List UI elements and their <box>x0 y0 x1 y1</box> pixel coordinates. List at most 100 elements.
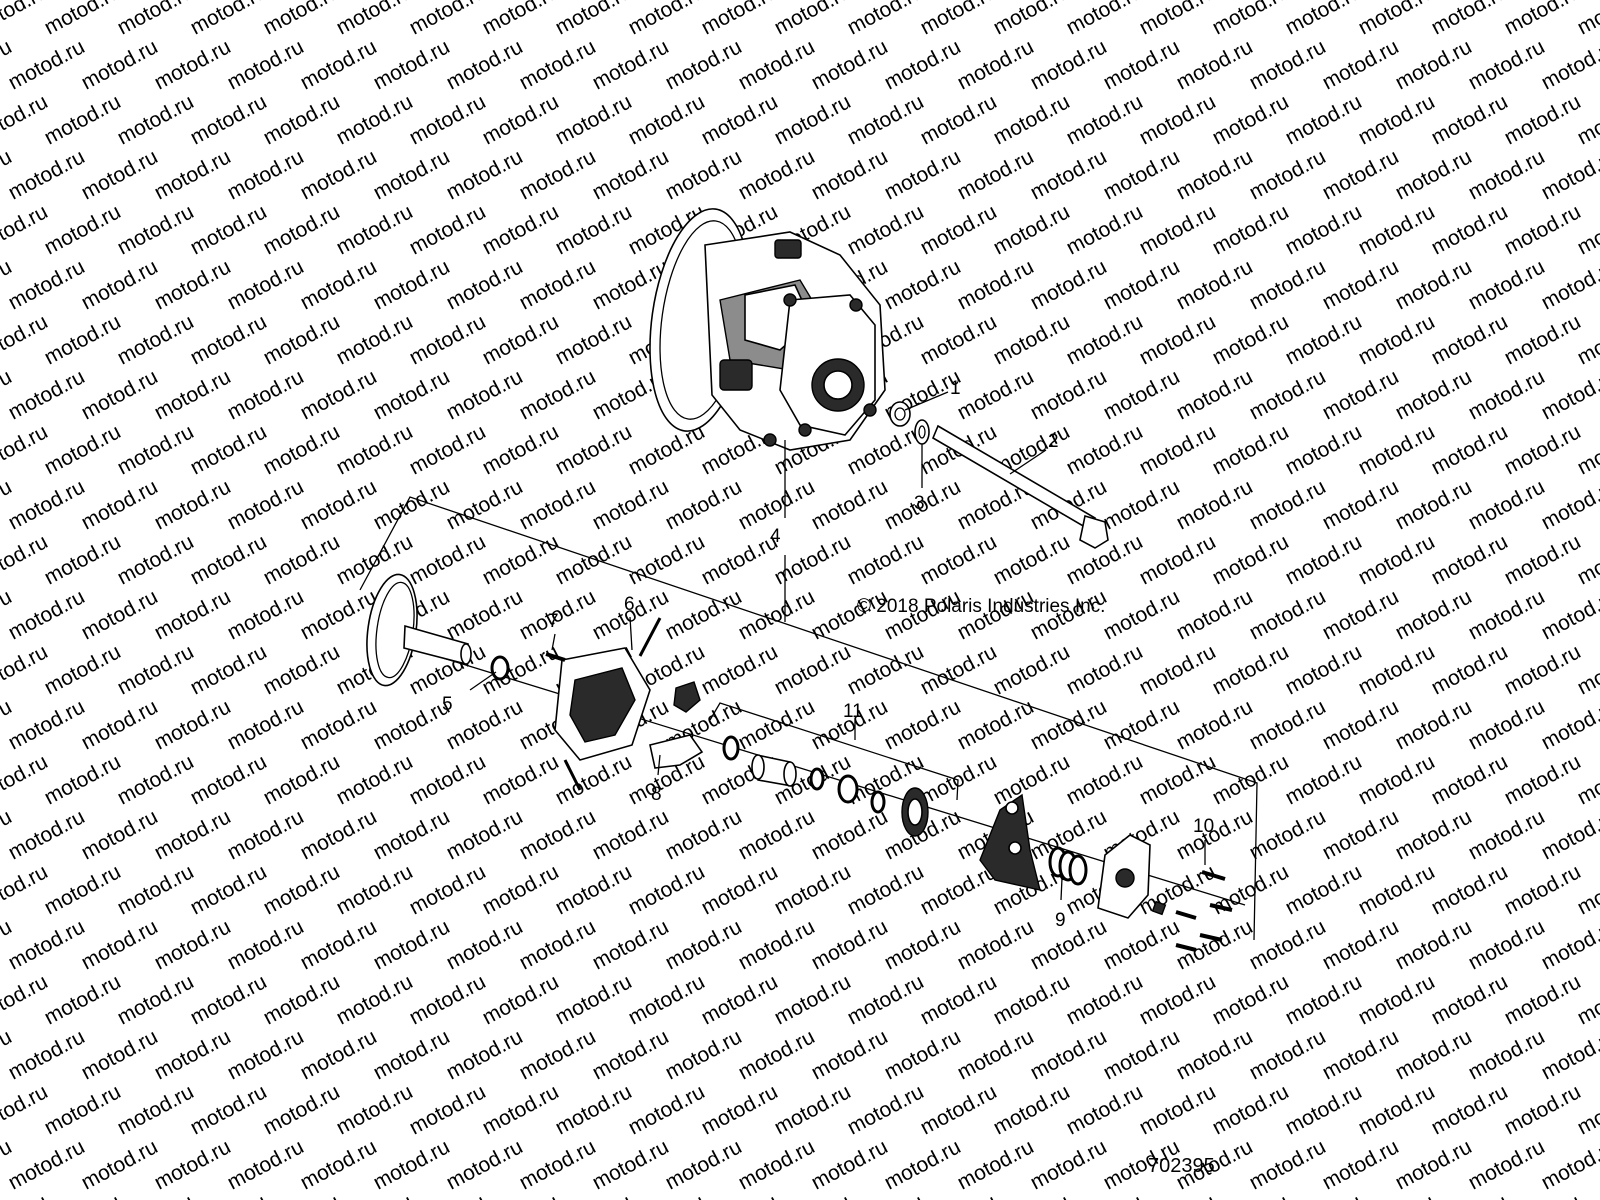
watermark-text: motod.ru <box>1355 200 1439 259</box>
watermark-text: motod.ru <box>78 1135 162 1194</box>
watermark-text: motod.ru <box>370 475 454 534</box>
watermark-text: motod.ru <box>187 860 271 919</box>
watermark-text: motod.ru <box>1538 695 1600 754</box>
watermark-text: motod.ru <box>990 1080 1074 1139</box>
watermark-text: motod.ru <box>990 640 1074 699</box>
watermark-text: motod.ru <box>1319 255 1403 314</box>
watermark-text: motod.ru <box>5 585 89 644</box>
watermark-text: motod.ru <box>917 0 1001 39</box>
watermark-text: motod.ru <box>297 1025 381 1084</box>
watermark-text: motod.ru <box>516 915 600 974</box>
watermark-text: motod.ru <box>114 200 198 259</box>
watermark-text: motod.ru <box>771 640 855 699</box>
watermark-text: motod.ru <box>1173 365 1257 424</box>
watermark-text: motod.ru <box>0 640 52 699</box>
watermark-text: motod.ru <box>1209 860 1293 919</box>
watermark-text: motod.ru <box>41 1080 125 1139</box>
watermark-text: motod.ru <box>78 915 162 974</box>
watermark-text: motod.ru <box>1319 145 1403 204</box>
o-ring-5-part <box>490 655 510 681</box>
watermark-text: motod.ru <box>78 695 162 754</box>
watermark-text: motod.ru <box>1100 35 1184 94</box>
watermark-text: motod.ru <box>1100 585 1184 644</box>
watermark-text: motod.ru <box>479 310 563 369</box>
watermark-text: motod.ru <box>41 200 125 259</box>
callout-10: 10 <box>1193 816 1214 837</box>
watermark-text: motod.ru <box>662 35 746 94</box>
watermark-text: motod.ru <box>552 420 636 479</box>
watermark-text: motod.ru <box>370 915 454 974</box>
watermark-text: motod.ru <box>844 0 928 39</box>
watermark-text: motod.ru <box>260 750 344 809</box>
watermark-text: motod.ru <box>735 695 819 754</box>
watermark-text: motod.ru <box>224 475 308 534</box>
watermark-text: motod.ru <box>1246 1135 1330 1194</box>
watermark-text: motod.ru <box>844 640 928 699</box>
watermark-text: motod.ru <box>844 1190 928 1200</box>
watermark-text: motod.ru <box>1355 640 1439 699</box>
watermark-text: motod.ru <box>990 750 1074 809</box>
watermark-text: motod.ru <box>333 1190 417 1200</box>
watermark-text: motod.ru <box>1209 0 1293 39</box>
watermark-text: motod.ru <box>917 90 1001 149</box>
watermark-text: motod.ru <box>1319 1025 1403 1084</box>
watermark-text: motod.ru <box>406 420 490 479</box>
watermark-text: motod.ru <box>479 90 563 149</box>
watermark-text: motod.ru <box>1501 0 1585 39</box>
watermark-text: motod.ru <box>333 420 417 479</box>
watermark-text: motod.ru <box>625 90 709 149</box>
watermark-text: motod.ru <box>333 200 417 259</box>
watermark-text: motod.ru <box>1465 475 1549 534</box>
watermark-text: motod.ru <box>1173 145 1257 204</box>
callout-9: 9 <box>1055 910 1066 931</box>
watermark-text: motod.ru <box>0 310 52 369</box>
watermark-text: motod.ru <box>41 1190 125 1200</box>
watermark-text: motod.ru <box>1319 695 1403 754</box>
washer-1-part <box>889 401 911 427</box>
watermark-text: motod.ru <box>881 1025 965 1084</box>
watermark-text: motod.ru <box>0 420 52 479</box>
watermark-text: motod.ru <box>1392 915 1476 974</box>
watermark-text: motod.ru <box>1501 420 1585 479</box>
watermark-text: motod.ru <box>771 970 855 1029</box>
watermark-text: motod.ru <box>41 640 125 699</box>
watermark-text: motod.ru <box>297 255 381 314</box>
primary-clutch-assembly <box>649 208 886 518</box>
watermark-text: motod.ru <box>260 1080 344 1139</box>
watermark-text: motod.ru <box>1538 915 1600 974</box>
watermark-text: motod.ru <box>297 365 381 424</box>
callout-1: 1 <box>950 378 961 399</box>
watermark-text: motod.ru <box>1538 1025 1600 1084</box>
watermark-text: motod.ru <box>406 310 490 369</box>
watermark-text: motod.ru <box>1319 915 1403 974</box>
watermark-text: motod.ru <box>78 585 162 644</box>
watermark-text: motod.ru <box>187 420 271 479</box>
watermark-text: motod.ru <box>1538 475 1600 534</box>
watermark-text: motod.ru <box>662 1025 746 1084</box>
moveable-sheave-part <box>554 617 662 791</box>
watermark-text: motod.ru <box>5 365 89 424</box>
watermark-text: motod.ru <box>443 1025 527 1084</box>
watermark-text: motod.ru <box>333 310 417 369</box>
watermark-text: motod.ru <box>552 0 636 39</box>
watermark-text: motod.ru <box>1063 310 1147 369</box>
watermark-text: motod.ru <box>78 365 162 424</box>
watermark-text: motod.ru <box>443 695 527 754</box>
watermark-text: motod.ru <box>1428 860 1512 919</box>
watermark-text: motod.ru <box>516 35 600 94</box>
watermark-text: motod.ru <box>990 200 1074 259</box>
weight-8-part <box>649 734 704 769</box>
watermark-text: motod.ru <box>114 970 198 1029</box>
watermark-text: motod.ru <box>735 1135 819 1194</box>
watermark-text: motod.ru <box>516 475 600 534</box>
watermark-text: motod.ru <box>297 695 381 754</box>
callout-8: 8 <box>651 784 662 805</box>
watermark-text: motod.ru <box>954 915 1038 974</box>
watermark-text: motod.ru <box>954 35 1038 94</box>
watermark-text: motod.ru <box>479 1190 563 1200</box>
watermark-text: motod.ru <box>5 255 89 314</box>
watermark-text: motod.ru <box>1392 35 1476 94</box>
watermark-text: motod.ru <box>114 1190 198 1200</box>
watermark-text: motod.ru <box>114 750 198 809</box>
watermark-text: motod.ru <box>1465 365 1549 424</box>
